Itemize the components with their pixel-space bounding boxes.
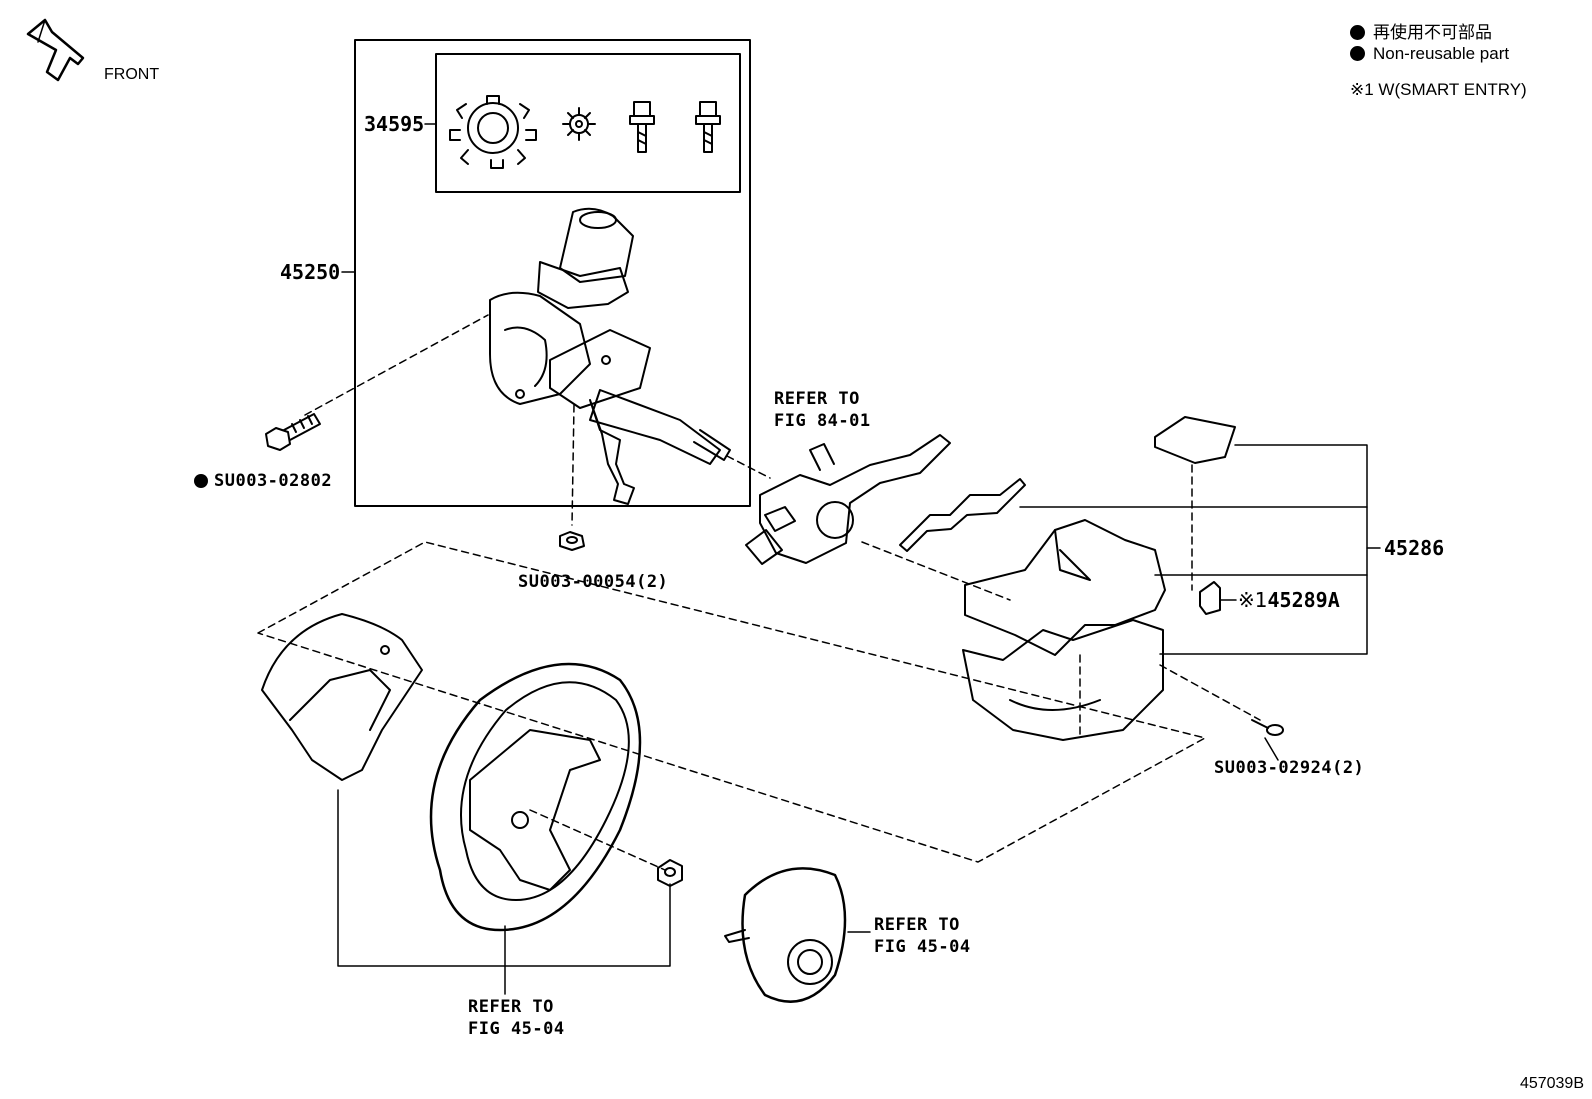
airbag-module-part (724, 867, 847, 1003)
legend-footnote-1: ※1 W(SMART ENTRY) (1350, 80, 1527, 99)
part-number-45289A[interactable]: ※145289A (1238, 588, 1340, 612)
steering-wheel-group-outline (257, 541, 1206, 863)
front-direction-arrow-icon (26, 18, 85, 82)
steering-wheel-lower-cover-part (261, 613, 423, 781)
non-reusable-dot-icon (194, 474, 208, 488)
legend-non-reusable-en: Non-reusable part (1350, 44, 1509, 64)
reference-steering-wheel[interactable]: REFER TO FIG 45-04 (468, 997, 565, 1039)
non-reusable-dot-icon (1350, 46, 1365, 61)
steering-wheel-part (429, 662, 642, 932)
combination-switch-part (745, 434, 951, 565)
lower-column-cover-part (962, 619, 1164, 741)
assembly-45286-bracket (1019, 444, 1381, 655)
bolt-part-icon-2 (695, 101, 721, 153)
part-number-45250[interactable]: 45250 (280, 260, 341, 284)
wheel-nut-part (657, 859, 683, 887)
steering-wheel-bracket (337, 789, 671, 995)
nut-part (559, 531, 585, 551)
bolt-part-number-02802[interactable]: SU003-02802 (194, 473, 332, 490)
column-cover-pad-part (899, 478, 1026, 552)
bolt-part-icon (629, 101, 655, 153)
small-gear-part-icon (562, 107, 596, 141)
column-assembly-frame (354, 39, 751, 507)
reference-airbag[interactable]: REFER TO FIG 45-04 (874, 915, 971, 957)
flange-bolt-part (265, 413, 321, 451)
front-label: FRONT (104, 66, 160, 83)
reference-combo-switch[interactable]: REFER TO FIG 84-01 (774, 389, 871, 431)
screw-part-number-02924[interactable]: SU003-02924(2) (1214, 758, 1365, 778)
clip-part (1199, 581, 1221, 615)
steering-column-part (489, 207, 731, 505)
nut-part-number-00054[interactable]: SU003-00054(2) (518, 572, 669, 592)
kit-34595-frame (435, 53, 741, 193)
legend-non-reusable-ja: 再使用不可部品 (1350, 18, 1492, 43)
screw-part (1251, 719, 1284, 736)
gear-part-icon (449, 95, 537, 169)
part-number-45286[interactable]: 45286 (1384, 536, 1445, 560)
part-number-34595[interactable]: 34595 (364, 112, 425, 136)
non-reusable-dot-icon (1350, 25, 1365, 40)
cover-cap-part (1154, 416, 1236, 464)
figure-code: 457039B (1519, 1075, 1584, 1092)
upper-column-cover-part (964, 519, 1166, 656)
